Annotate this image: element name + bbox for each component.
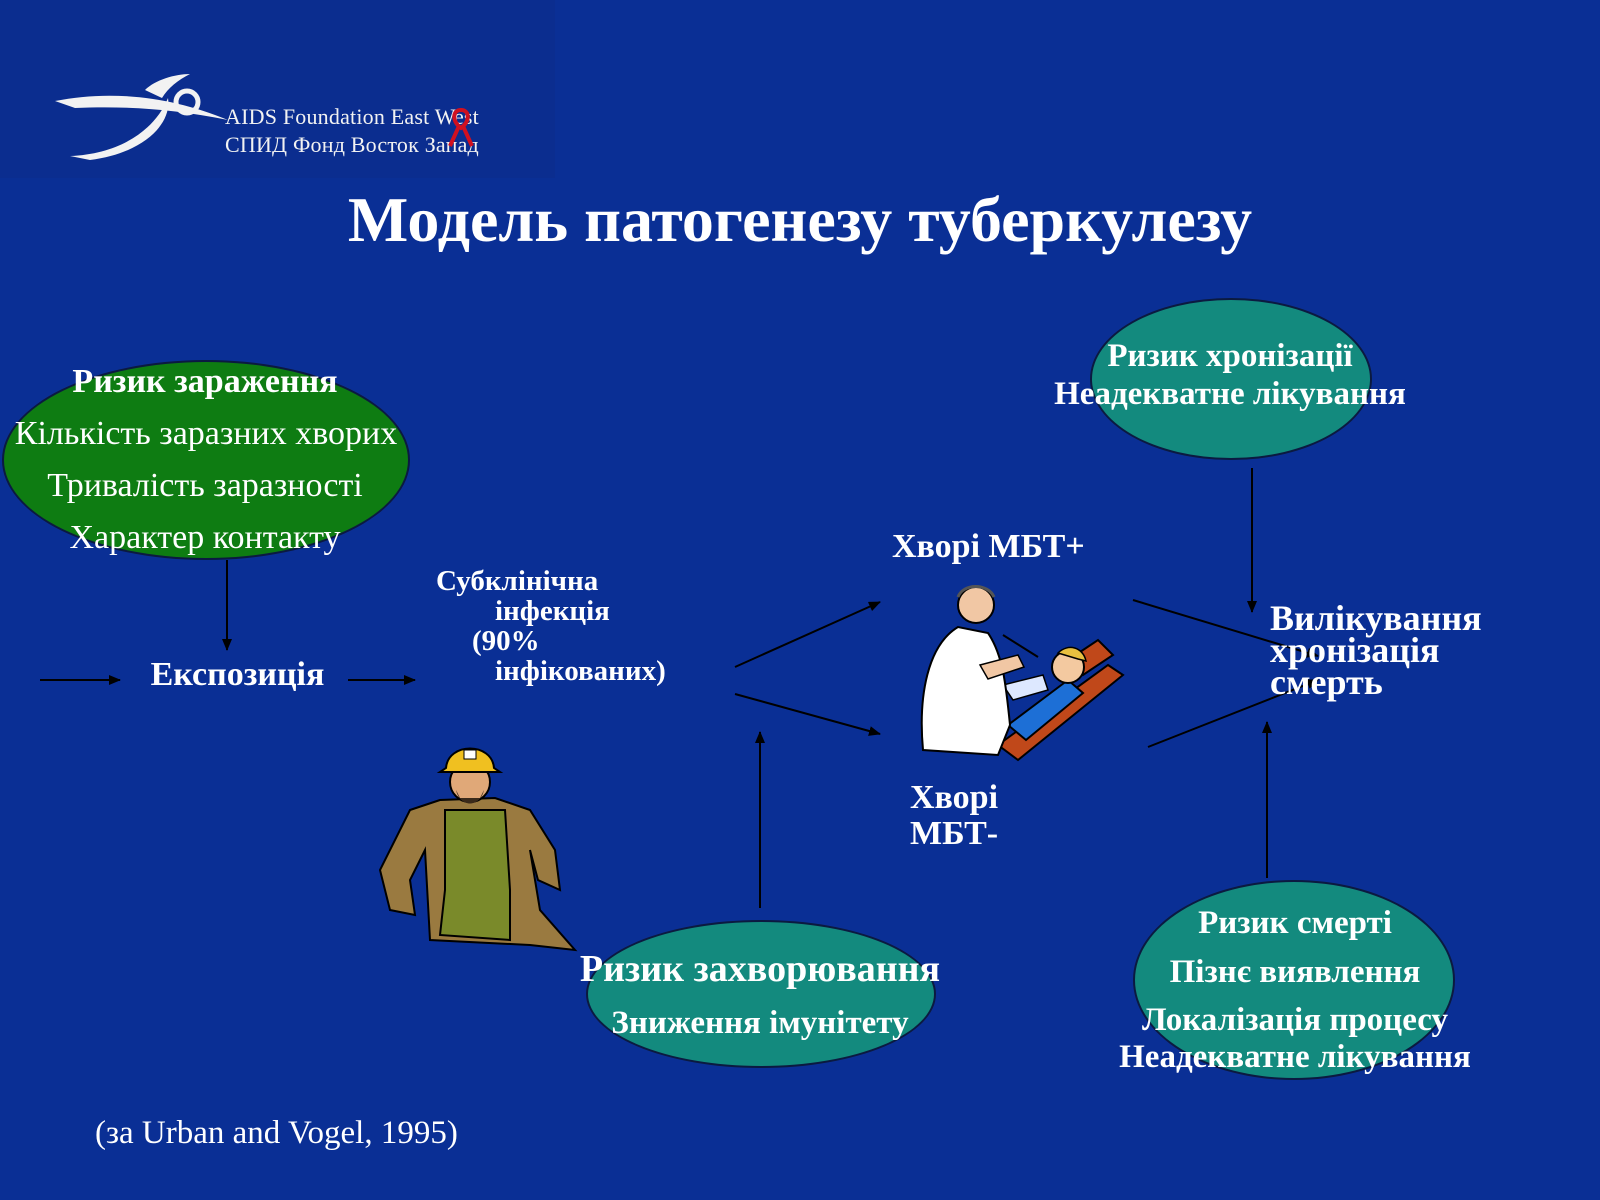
arrow-neg-to-outcomes <box>1147 679 1319 748</box>
subclinical-line-2: інфекція <box>495 595 610 627</box>
page-title: Модель патогенезу туберкулезу <box>347 184 1253 255</box>
citation: (за Urban and Vogel, 1995) <box>95 1115 458 1151</box>
logo-panel <box>0 0 555 178</box>
risk-infection-line-3: Характер контакту <box>69 519 341 556</box>
subclinical-line-3: (90% <box>472 625 540 657</box>
subclinical-line-4: інфікованих) <box>495 655 666 687</box>
red-ribbon-icon <box>448 108 474 147</box>
patients-positive-label: Хворі МБТ+ <box>892 528 1085 565</box>
arrow-pos-to-outcomes <box>1132 599 1319 658</box>
risk-infection-ellipse <box>2 360 410 560</box>
miner-clipart-icon <box>378 747 578 952</box>
outcome-line-3: смерть <box>1270 662 1383 702</box>
subclinical-line-1: Субклінічна <box>436 565 599 597</box>
risk-infection-line-2: Тривалість заразності <box>47 467 363 504</box>
outcome-line-1: Вилікування <box>1270 598 1482 638</box>
risk-disease-heading: Ризик захворювання <box>579 948 941 990</box>
risk-death-line-3: Неадекватне лікування <box>1119 1039 1471 1075</box>
risk-chronic-ellipse <box>1090 298 1372 460</box>
arrow-to-mbt-pos <box>734 601 881 668</box>
exposure-label: Експозиція <box>150 656 325 693</box>
risk-chronic-line-1: Неадекватне лікування <box>1054 376 1406 412</box>
arrow-to-mbt-neg <box>734 693 881 736</box>
risk-disease-ellipse <box>586 920 936 1068</box>
outcome-line-2: хронізація <box>1270 630 1440 670</box>
logo-line-1: AIDS Foundation East West <box>225 104 479 129</box>
logo-swoosh-icon <box>55 74 228 160</box>
risk-death-line-1: Пізнє виявлення <box>1169 954 1421 990</box>
patients-negative-line-1: Хворі <box>910 779 999 816</box>
patients-negative-line-2: МБТ- <box>910 815 999 852</box>
logo-line-2: СПИД Фонд Восток Запад <box>225 132 479 157</box>
risk-death-ellipse <box>1133 880 1455 1080</box>
risk-chronic-heading: Ризик хронізації <box>1107 338 1353 374</box>
doctor-patient-clipart-icon <box>920 585 1125 762</box>
risk-death-heading: Ризик смерті <box>1198 905 1392 941</box>
risk-disease-line-1: Зниження імунітету <box>611 1005 909 1041</box>
risk-infection-line-1: Кількість заразних хворих <box>14 415 398 452</box>
risk-death-line-2: Локалізація процесу <box>1142 1002 1448 1038</box>
risk-infection-heading: Ризик зараження <box>72 363 338 400</box>
